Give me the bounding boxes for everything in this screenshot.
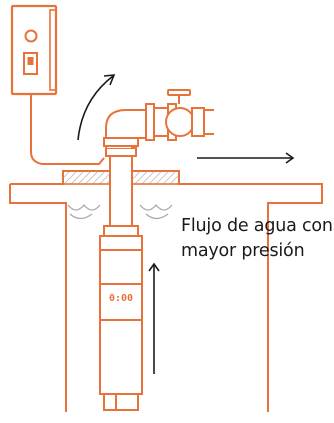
indicator-light-icon bbox=[24, 29, 38, 43]
water-waves-icon bbox=[67, 203, 173, 220]
pipe-elbow-icon bbox=[103, 103, 177, 148]
right-arrow-icon bbox=[197, 152, 295, 164]
up-arrow-icon bbox=[148, 262, 160, 374]
caption-line-1: Flujo de agua con bbox=[181, 216, 333, 236]
caption-line-2: mayor presión bbox=[181, 241, 305, 261]
discharge-pipe bbox=[105, 147, 137, 237]
power-switch-icon bbox=[23, 52, 38, 75]
flow-caption: Flujo de agua con mayor presión bbox=[181, 214, 333, 264]
control-box bbox=[10, 4, 58, 96]
ground bbox=[9, 170, 323, 412]
valve-icon bbox=[165, 89, 214, 137]
pump-display: 0:00 bbox=[109, 293, 133, 304]
curved-arrow-icon bbox=[77, 74, 116, 141]
submersible-pump-icon bbox=[99, 225, 143, 411]
power-cable bbox=[30, 94, 105, 165]
